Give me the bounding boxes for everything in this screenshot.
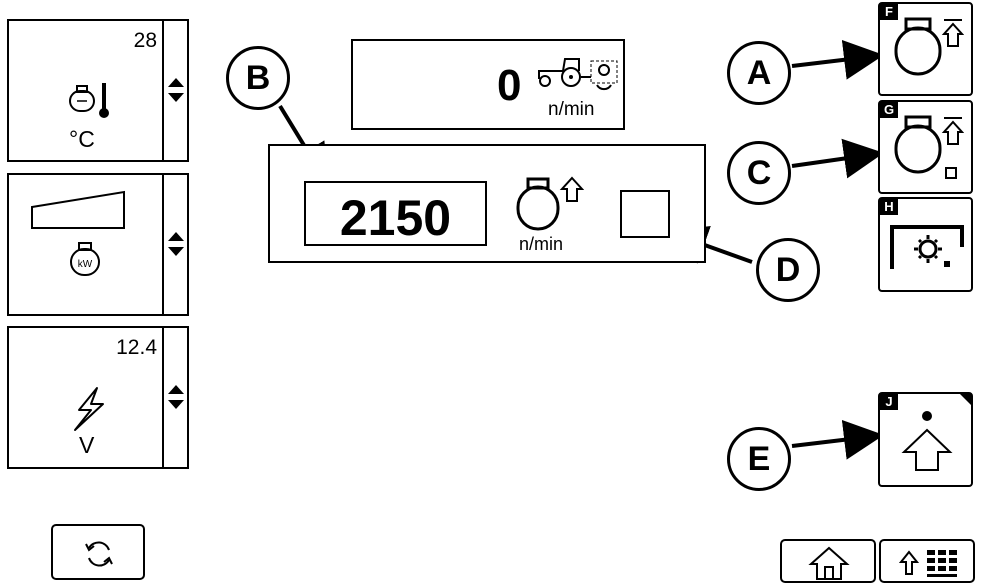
refresh-icon bbox=[85, 541, 113, 567]
up-arrow-dot-icon bbox=[901, 411, 953, 471]
softkey-tag: F bbox=[880, 4, 898, 20]
pto-speed-unit: n/min bbox=[548, 99, 595, 120]
softkey-g[interactable]: G bbox=[878, 100, 973, 194]
softkey-tag: H bbox=[880, 199, 898, 215]
engine-speed-set-panel bbox=[268, 144, 706, 263]
tractor-pto-icon bbox=[538, 58, 618, 91]
coolant-temp-unit: °C bbox=[69, 126, 95, 152]
up-down-arrows-icon[interactable] bbox=[167, 384, 185, 410]
softkey-f[interactable]: F bbox=[878, 2, 973, 96]
gauge-divider bbox=[162, 175, 164, 314]
pto-speed-panel: 0 n/min bbox=[351, 39, 625, 130]
callout-e: E bbox=[727, 427, 791, 491]
callout-b: B bbox=[226, 46, 290, 110]
home-button[interactable] bbox=[780, 539, 876, 583]
battery-voltage-unit: V bbox=[79, 432, 95, 458]
load-bar-icon bbox=[31, 190, 125, 229]
gauge-divider bbox=[162, 328, 164, 467]
softkey-j[interactable]: J bbox=[878, 392, 973, 487]
arrow-c bbox=[791, 138, 884, 179]
battery-voltage-value: 12.4 bbox=[116, 336, 157, 359]
battery-voltage-gauge[interactable]: 12.4 V bbox=[7, 326, 189, 469]
callout-d: D bbox=[756, 238, 820, 302]
rpm-memory-box[interactable] bbox=[620, 190, 670, 238]
refresh-button[interactable] bbox=[51, 524, 145, 580]
up-down-arrows-icon[interactable] bbox=[167, 231, 185, 257]
engine-speed-up-small-icon bbox=[894, 115, 964, 179]
rpm-setpoint-value: 2150 bbox=[339, 190, 452, 246]
engine-kw-icon: kW bbox=[70, 242, 100, 276]
menu-icon bbox=[898, 550, 957, 577]
callout-a: A bbox=[727, 41, 791, 105]
arrow-e bbox=[791, 419, 884, 460]
engine-speed-up-icon bbox=[516, 176, 584, 231]
up-down-arrows-icon[interactable] bbox=[167, 77, 185, 103]
engine-load-gauge[interactable]: kW bbox=[7, 173, 189, 316]
coolant-temp-gauge[interactable]: 28 °C bbox=[7, 19, 189, 162]
callout-c: C bbox=[727, 141, 791, 205]
pto-speed-value: 0 bbox=[497, 61, 522, 110]
lightning-icon bbox=[74, 387, 104, 431]
coolant-temp-value: 28 bbox=[133, 29, 157, 52]
svg-text:kW: kW bbox=[78, 259, 93, 270]
arrow-a bbox=[791, 39, 884, 80]
menu-button[interactable] bbox=[879, 539, 975, 583]
gauge-divider bbox=[162, 21, 164, 160]
softkey-tag: G bbox=[880, 102, 898, 118]
softkey-tag: J bbox=[880, 394, 898, 410]
home-icon bbox=[808, 546, 850, 580]
softkey-h[interactable]: H bbox=[878, 197, 973, 292]
engine-thermometer-icon bbox=[69, 83, 109, 118]
engine-speed-up-icon bbox=[894, 17, 964, 76]
rpm-setpoint-unit: n/min bbox=[519, 234, 564, 254]
pto-gear-icon bbox=[890, 225, 964, 269]
rpm-setpoint-field[interactable]: 2150 bbox=[304, 181, 487, 246]
corner-marker-icon bbox=[960, 394, 972, 406]
